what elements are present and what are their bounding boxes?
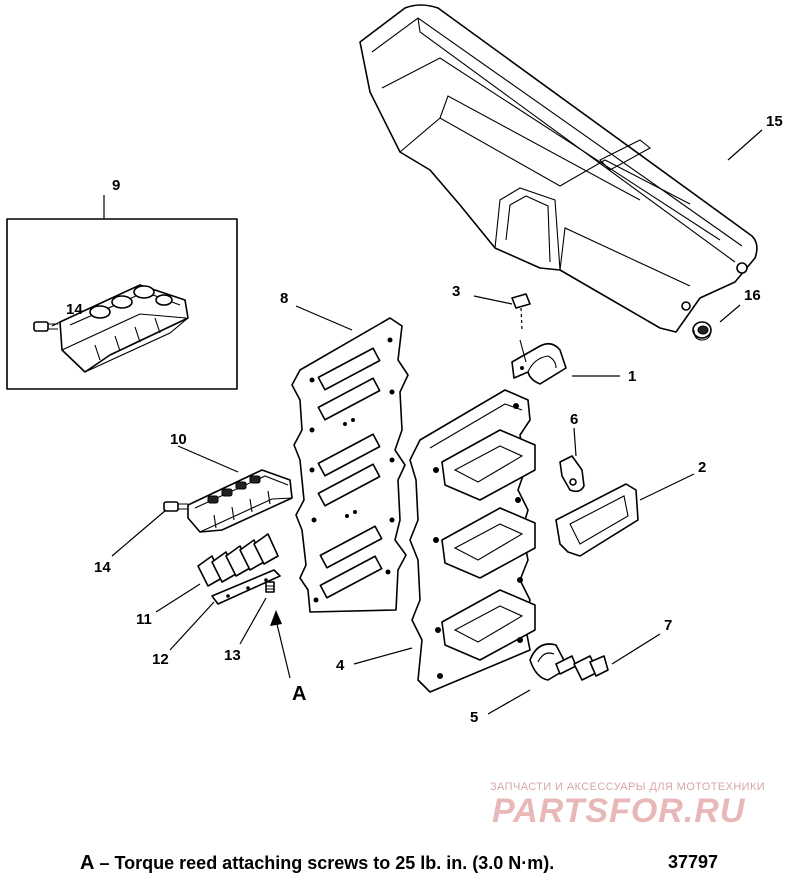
part-3-bolt <box>511 293 531 331</box>
part-14-screw <box>163 501 188 512</box>
torque-arrow-a <box>270 610 291 679</box>
part-1-clamp <box>511 339 567 385</box>
callout-4: 4 <box>336 657 345 674</box>
callout-labels: 9 14 15 16 8 3 1 6 2 10 14 11 12 13 4 5 … <box>66 113 783 726</box>
part-5-clamp <box>529 643 577 681</box>
callout-12: 12 <box>152 651 169 668</box>
callout-14-inset: 14 <box>66 301 83 318</box>
part-12-reed-stop <box>211 569 281 605</box>
leader-lines <box>51 129 763 715</box>
torque-note: A – Torque reed attaching screws to 25 l… <box>80 852 554 875</box>
part-6-bracket <box>559 455 585 493</box>
figure-id: 37797 <box>668 852 719 872</box>
part-7-bolt <box>573 655 609 681</box>
watermark-caption: ЗАПЧАСТИ И АКСЕССУАРЫ ДЛЯ МОТОТЕХНИКИ <box>490 781 766 793</box>
part-8-gasket <box>291 317 409 613</box>
watermark-logo: PARTSFOR.RU <box>492 792 746 830</box>
callout-16: 16 <box>744 287 761 304</box>
torque-note-text: Torque reed attaching screws to 25 lb. i… <box>114 853 555 873</box>
part-10-reed-block <box>187 469 293 533</box>
callout-11: 11 <box>136 611 152 628</box>
callout-15: 15 <box>766 113 783 130</box>
callout-10: 10 <box>170 431 187 448</box>
part-13-reed-screw <box>265 581 275 593</box>
callout-7: 7 <box>664 617 672 634</box>
part-2-gasket <box>555 483 639 557</box>
callout-2: 2 <box>698 459 706 476</box>
callout-1: 1 <box>628 368 636 385</box>
torque-note-dash: – <box>99 853 110 873</box>
callout-3: 3 <box>452 283 460 300</box>
callout-5: 5 <box>470 709 478 726</box>
part-9-reed-block-assembly-inset <box>6 218 238 390</box>
callout-6: 6 <box>570 411 578 428</box>
callout-14: 14 <box>94 559 111 576</box>
callout-13: 13 <box>224 647 241 664</box>
part-4-reed-housing <box>409 389 536 693</box>
part-16-grommet <box>692 321 712 341</box>
callout-a: A <box>292 683 306 705</box>
torque-note-letter: A <box>80 852 95 874</box>
callout-8: 8 <box>280 290 288 307</box>
part-11-reed-petals <box>197 533 279 587</box>
part-15-cover <box>359 4 758 333</box>
callout-9: 9 <box>112 177 120 194</box>
